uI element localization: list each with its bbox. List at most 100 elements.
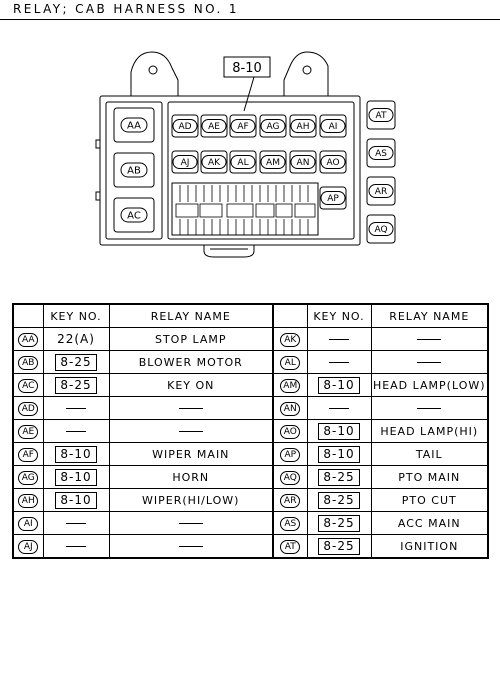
relay-id-cell: AO [272, 419, 308, 443]
relay-id-tag: AL [280, 355, 301, 370]
relay-id-cell: AR [272, 488, 308, 512]
relay-id-cell: AG [12, 465, 44, 489]
key-no-cell: 8-10 [42, 488, 110, 512]
relay-id-tag: AD [18, 401, 39, 416]
key-no-cell: 8-10 [42, 442, 110, 466]
relay-name: HEAD LAMP(LOW) [372, 378, 486, 392]
callout-box [223, 56, 271, 78]
key-no-cell [306, 396, 372, 420]
middle-relay-panel [167, 101, 355, 240]
svg-text:AD: AD [178, 122, 191, 132]
relay-id-cell: AL [272, 350, 308, 374]
side-bump-left-1 [95, 139, 100, 149]
relay-slot-ah: AH [289, 114, 317, 138]
relay-slot-ar: AR [366, 176, 396, 206]
relay-id-tag: AO [280, 424, 301, 439]
relay-slot-ag: AG [259, 114, 287, 138]
relay-name-cell: KEY ON [108, 373, 274, 397]
relay-name: HORN [172, 470, 210, 484]
key-no-cell: 8-10 [306, 442, 372, 466]
empty-dash [66, 408, 86, 409]
relay-id-cell: AE [12, 419, 44, 443]
empty-dash [178, 431, 203, 432]
relay-name-cell [108, 396, 274, 420]
header-key-no-right: KEY NO. [306, 303, 372, 328]
relay-id-tag: AM [280, 378, 301, 393]
relay-name-cell: PTO MAIN [370, 465, 489, 489]
svg-text:AA: AA [127, 121, 141, 132]
empty-dash [66, 523, 86, 524]
header-relay-name-right: RELAY NAME [370, 303, 489, 328]
relay-id-cell: AS [272, 511, 308, 535]
bottom-connector [203, 245, 255, 258]
relay-name: HEAD LAMP(HI) [380, 424, 479, 438]
fuse-grid [175, 185, 316, 235]
mount-hole-left [148, 65, 158, 75]
key-number-box: 8-10 [318, 445, 360, 463]
relay-id-cell: AK [272, 327, 308, 351]
relay-id-tag: AP [280, 447, 301, 462]
relay-id-cell: AT [272, 534, 308, 559]
relay-id-cell: AH [12, 488, 44, 512]
key-number-box: 8-10 [55, 445, 97, 463]
relay-id-cell: AJ [12, 534, 44, 559]
relay-id-cell: AF [12, 442, 44, 466]
empty-dash [66, 431, 86, 432]
relay-name: ACC MAIN [397, 516, 461, 530]
mount-hole-right [302, 65, 312, 75]
empty-dash [178, 523, 203, 524]
relay-id-cell: AC [12, 373, 44, 397]
relay-slot-am: AM [259, 150, 287, 174]
relay-id-tag: AJ [18, 539, 39, 554]
relay-name-cell: PTO CUT [370, 488, 489, 512]
relay-slot-aa: AA [113, 107, 155, 143]
relay-id-tag: AA [18, 332, 39, 347]
svg-text:AE: AE [208, 122, 220, 132]
callout-label: 8-10 [232, 61, 262, 76]
relay-name: KEY ON [167, 378, 215, 392]
relay-slot-ad: AD [171, 114, 199, 138]
relay-name-cell: STOP LAMP [108, 327, 274, 351]
mount-tab-left [130, 51, 179, 96]
relay-name: BLOWER MOTOR [138, 355, 243, 369]
relay-slot-ac: AC [113, 197, 155, 233]
callout-leader [243, 76, 255, 112]
relay-id-tag: AB [18, 355, 39, 370]
svg-text:AB: AB [127, 166, 141, 177]
relay-name-cell [108, 534, 274, 559]
key-no-cell [42, 419, 110, 443]
fuse-block [171, 182, 319, 236]
key-no-cell [306, 350, 372, 374]
relay-name: WIPER MAIN [152, 447, 230, 461]
relay-slot-an: AN [289, 150, 317, 174]
key-number-box: 8-25 [318, 514, 360, 532]
page-title: RELAY; CAB HARNESS NO. 1 [13, 2, 239, 16]
key-no-cell [42, 511, 110, 535]
key-no-cell: 8-10 [42, 465, 110, 489]
svg-text:AL: AL [237, 158, 248, 168]
relay-name-cell: IGNITION [370, 534, 489, 559]
svg-text:AQ: AQ [374, 225, 387, 235]
relay-id-cell: AD [12, 396, 44, 420]
relay-id-tag: AH [18, 493, 39, 508]
relay-name-cell: HEAD LAMP(HI) [370, 419, 489, 443]
relay-id-cell: AN [272, 396, 308, 420]
svg-text:AG: AG [267, 122, 280, 132]
relay-slot-ai: AI [319, 114, 347, 138]
relay-id-tag: AK [280, 332, 301, 347]
relay-name: IGNITION [400, 539, 459, 553]
relay-slot-ab: AB [113, 152, 155, 188]
key-no-cell: 8-25 [42, 350, 110, 374]
relay-id-tag: AR [280, 493, 301, 508]
key-number-box: 8-10 [55, 468, 97, 486]
relay-slot-at: AT [366, 100, 396, 130]
relay-slot-af: AF [229, 114, 257, 138]
relay-id-tag: AG [18, 470, 39, 485]
key-no-cell: 8-25 [306, 511, 372, 535]
relay-id-cell: AB [12, 350, 44, 374]
